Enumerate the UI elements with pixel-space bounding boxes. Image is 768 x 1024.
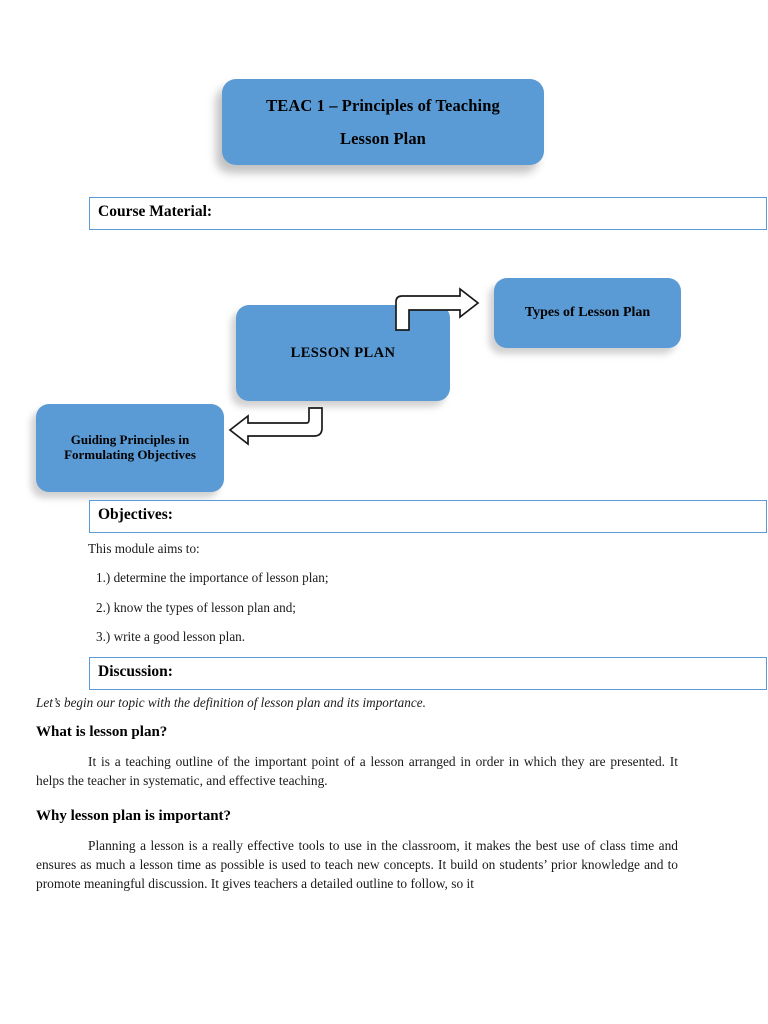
discussion-lead-in-text: Let’s begin our topic with the definitio… [36,695,426,710]
document-title-shape: TEAC 1 – Principles of Teaching Lesson P… [222,79,544,165]
diagram-node-guiding-label: Guiding Principles in Formulating Object… [64,432,196,462]
objectives-list-item: 1.) determine the importance of lesson p… [96,570,329,585]
diagram-node-lesson-plan-label: LESSON PLAN [290,344,396,361]
diagram-node-guiding-principles: Guiding Principles in Formulating Object… [36,404,224,492]
discussion-answer-2-paragraph: Planning a lesson is a really effective … [36,838,678,892]
course-material-label: Course Material: [98,203,213,220]
discussion-answer-1-paragraph: It is a teaching outline of the importan… [36,754,678,789]
course-material-box: Course Material: [89,197,767,230]
objectives-intro-text: This module aims to: [88,541,200,556]
diagram-node-lesson-plan: LESSON PLAN [236,305,450,401]
title-line-2: Lesson Plan [340,129,426,148]
objectives-list-item: 2.) know the types of lesson plan and; [96,600,296,615]
discussion-question-2-heading: Why lesson plan is important? [36,808,232,824]
objectives-label: Objectives: [98,506,173,523]
diagram-node-types-label: Types of Lesson Plan [524,305,651,320]
discussion-question-1-heading: What is lesson plan? [36,724,168,740]
objectives-list-item: 3.) write a good lesson plan. [96,629,246,644]
title-line-1: TEAC 1 – Principles of Teaching [266,95,500,115]
discussion-label: Discussion: [98,663,173,680]
diagram-node-types-of-lesson-plan: Types of Lesson Plan [494,278,681,348]
discussion-box: Discussion: [89,657,767,690]
objectives-box: Objectives: [89,500,767,533]
